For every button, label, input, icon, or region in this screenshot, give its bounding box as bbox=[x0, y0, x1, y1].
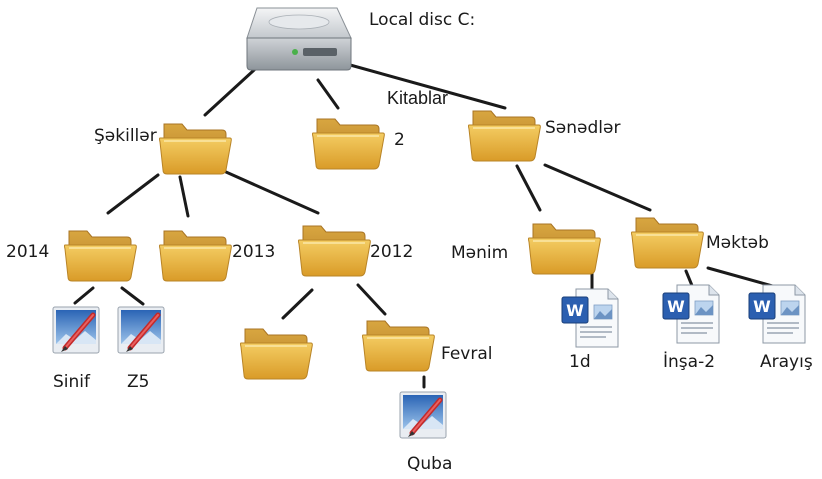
folder-label-senedler: Sənədlər bbox=[545, 118, 621, 138]
word-document-icon-1d[interactable] bbox=[561, 288, 619, 348]
image-file-icon-z5[interactable] bbox=[118, 307, 164, 353]
connector-root-2 bbox=[316, 78, 340, 110]
hard-drive-icon[interactable] bbox=[246, 7, 352, 71]
folder-label-2012: 2012 bbox=[370, 242, 414, 262]
word-document-icon-arayis[interactable] bbox=[748, 284, 806, 344]
folder-label-2014: 2014 bbox=[6, 242, 50, 262]
connector-2012-fevral bbox=[356, 283, 387, 316]
folder-label-fevral: Fevral bbox=[441, 344, 493, 364]
folder-icon-menim[interactable] bbox=[527, 223, 602, 275]
label-kitablar: Kitablar bbox=[387, 88, 449, 108]
folder-label-sekiller: Şəkillər bbox=[94, 126, 157, 146]
file-label-1d: 1d bbox=[569, 352, 591, 372]
folder-icon-2[interactable] bbox=[311, 118, 386, 170]
connector-sekiller-2014 bbox=[106, 173, 160, 215]
file-label-insa2: İnşa-2 bbox=[663, 352, 716, 372]
connector-2014-z5 bbox=[120, 286, 145, 306]
connector-mekteb-arayis bbox=[706, 266, 778, 289]
file-label-z5: Z5 bbox=[127, 372, 150, 392]
folder-label-2: 2 bbox=[394, 130, 405, 150]
folder-icon-sekiller[interactable] bbox=[158, 123, 233, 175]
image-file-icon-quba[interactable] bbox=[400, 392, 446, 438]
connector-root-senedler bbox=[341, 61, 507, 110]
folder-icon-2012[interactable] bbox=[297, 225, 372, 277]
folder-icon-senedler[interactable] bbox=[467, 110, 542, 162]
word-document-icon-insa2[interactable] bbox=[662, 284, 720, 344]
folder-icon-unnamed[interactable] bbox=[239, 328, 314, 380]
tree-connectors bbox=[73, 58, 778, 389]
root-label: Local disc C: bbox=[369, 10, 476, 30]
connector-senedler-menim bbox=[515, 164, 542, 212]
folder-icon-mekteb[interactable] bbox=[630, 217, 705, 269]
connector-sekiller-2013 bbox=[178, 175, 190, 218]
folder-icon-fevral[interactable] bbox=[361, 320, 436, 372]
connector-senedler-mekteb bbox=[543, 163, 652, 212]
connector-2012-unnamed bbox=[281, 288, 314, 320]
folder-label-mekteb: Məktəb bbox=[706, 233, 769, 253]
connector-2014-sinif bbox=[73, 286, 95, 305]
connector-sekiller-2012 bbox=[224, 170, 320, 215]
folder-icon-2013[interactable] bbox=[158, 230, 233, 282]
folder-icon-2014[interactable] bbox=[63, 230, 138, 282]
file-label-sinif: Sinif bbox=[53, 372, 90, 392]
image-file-icon-sinif[interactable] bbox=[53, 307, 99, 353]
file-label-arayis: Arayış bbox=[760, 352, 813, 372]
file-label-quba: Quba bbox=[407, 454, 453, 474]
folder-label-menim: Mənim bbox=[451, 243, 509, 263]
folder-label-2013: 2013 bbox=[232, 242, 276, 262]
